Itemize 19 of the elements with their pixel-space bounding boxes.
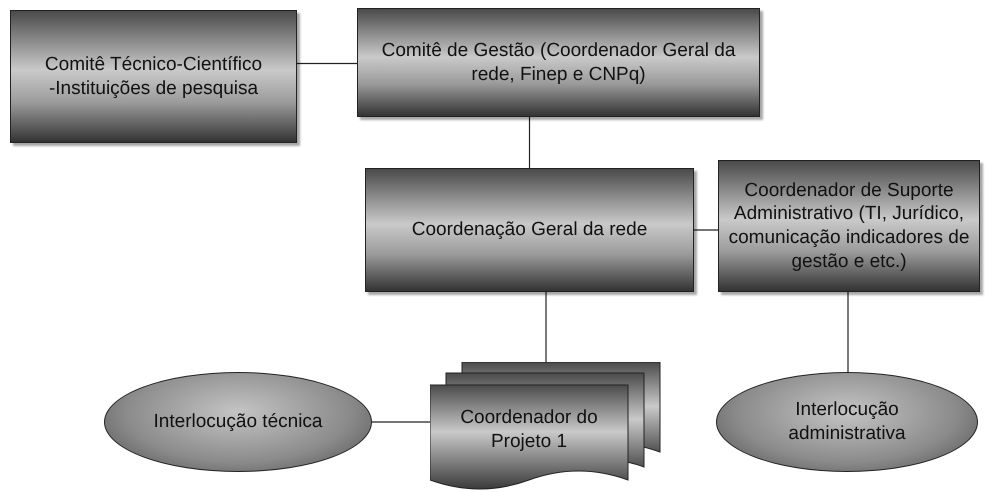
connector-line xyxy=(297,62,357,64)
node-text: Comitê de Gestão (Coordenador Geral da rede, Finep e CNPq) xyxy=(380,38,736,86)
node-text: Comitê Técnico-Científico xyxy=(44,52,262,76)
connector-line xyxy=(694,229,718,231)
connector-line xyxy=(847,292,849,372)
process-box xyxy=(718,160,980,292)
node-text: -Instituições de pesquisa xyxy=(48,76,258,100)
connector-line xyxy=(372,421,430,423)
node-text: Interlocução técnica xyxy=(154,410,322,434)
node-text: Interlocução administrativa xyxy=(787,398,907,446)
process-box xyxy=(10,10,297,143)
document-stack xyxy=(430,362,662,490)
node-text: Coordenador do Projeto 1 xyxy=(459,406,599,454)
connector-line xyxy=(528,117,530,168)
connector-line xyxy=(545,292,547,362)
node-text: Coordenação Geral da rede xyxy=(412,218,648,242)
node-text: Coordenador de Suporte Administrativo (TI, Jurídico, comunicação indicadores de gestão e etc.) xyxy=(728,178,970,274)
process-box xyxy=(357,8,760,117)
process-box xyxy=(365,168,694,292)
